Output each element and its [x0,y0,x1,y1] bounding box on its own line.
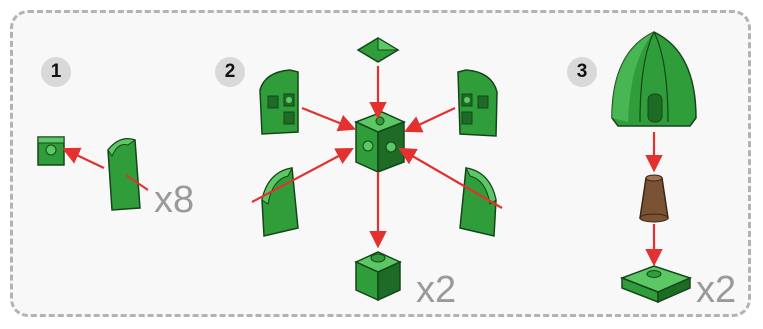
step-1-quantity-label: x8 [154,179,195,221]
step-1-arrow [62,147,105,169]
step-2-bottom-brick [354,251,402,302]
step-3-quantity-label: x2 [696,269,737,311]
step-2-arrow-upper-left [301,106,357,132]
step-2-top-pyramid-tile [356,37,400,63]
step-3-brown-cone [639,174,669,223]
step-3-badge: 3 [567,57,597,87]
step-2-upper-right-bracket [457,69,498,137]
step-2-quantity-label: x2 [416,269,457,311]
step-3-base-plate [619,265,693,304]
step-3-dome-assembly [611,31,697,127]
step-2-arrow-lower-left [251,147,354,203]
step-2-badge: 2 [215,57,245,87]
step-1-guide-line [125,174,149,191]
step-2-lower-right-curved-slope [459,167,497,237]
step-2-arrow-lower-right [398,147,503,209]
step-2-arrow-upper-right [404,107,456,133]
step-2-lower-left-curved-slope [261,167,299,237]
step-1-plate-brick [37,136,65,166]
step-2-upper-left-bracket [259,69,299,135]
step-2-center-cube [354,111,406,174]
step-1-badge: 1 [41,57,71,87]
step-1-curved-slope-brick [107,138,141,211]
